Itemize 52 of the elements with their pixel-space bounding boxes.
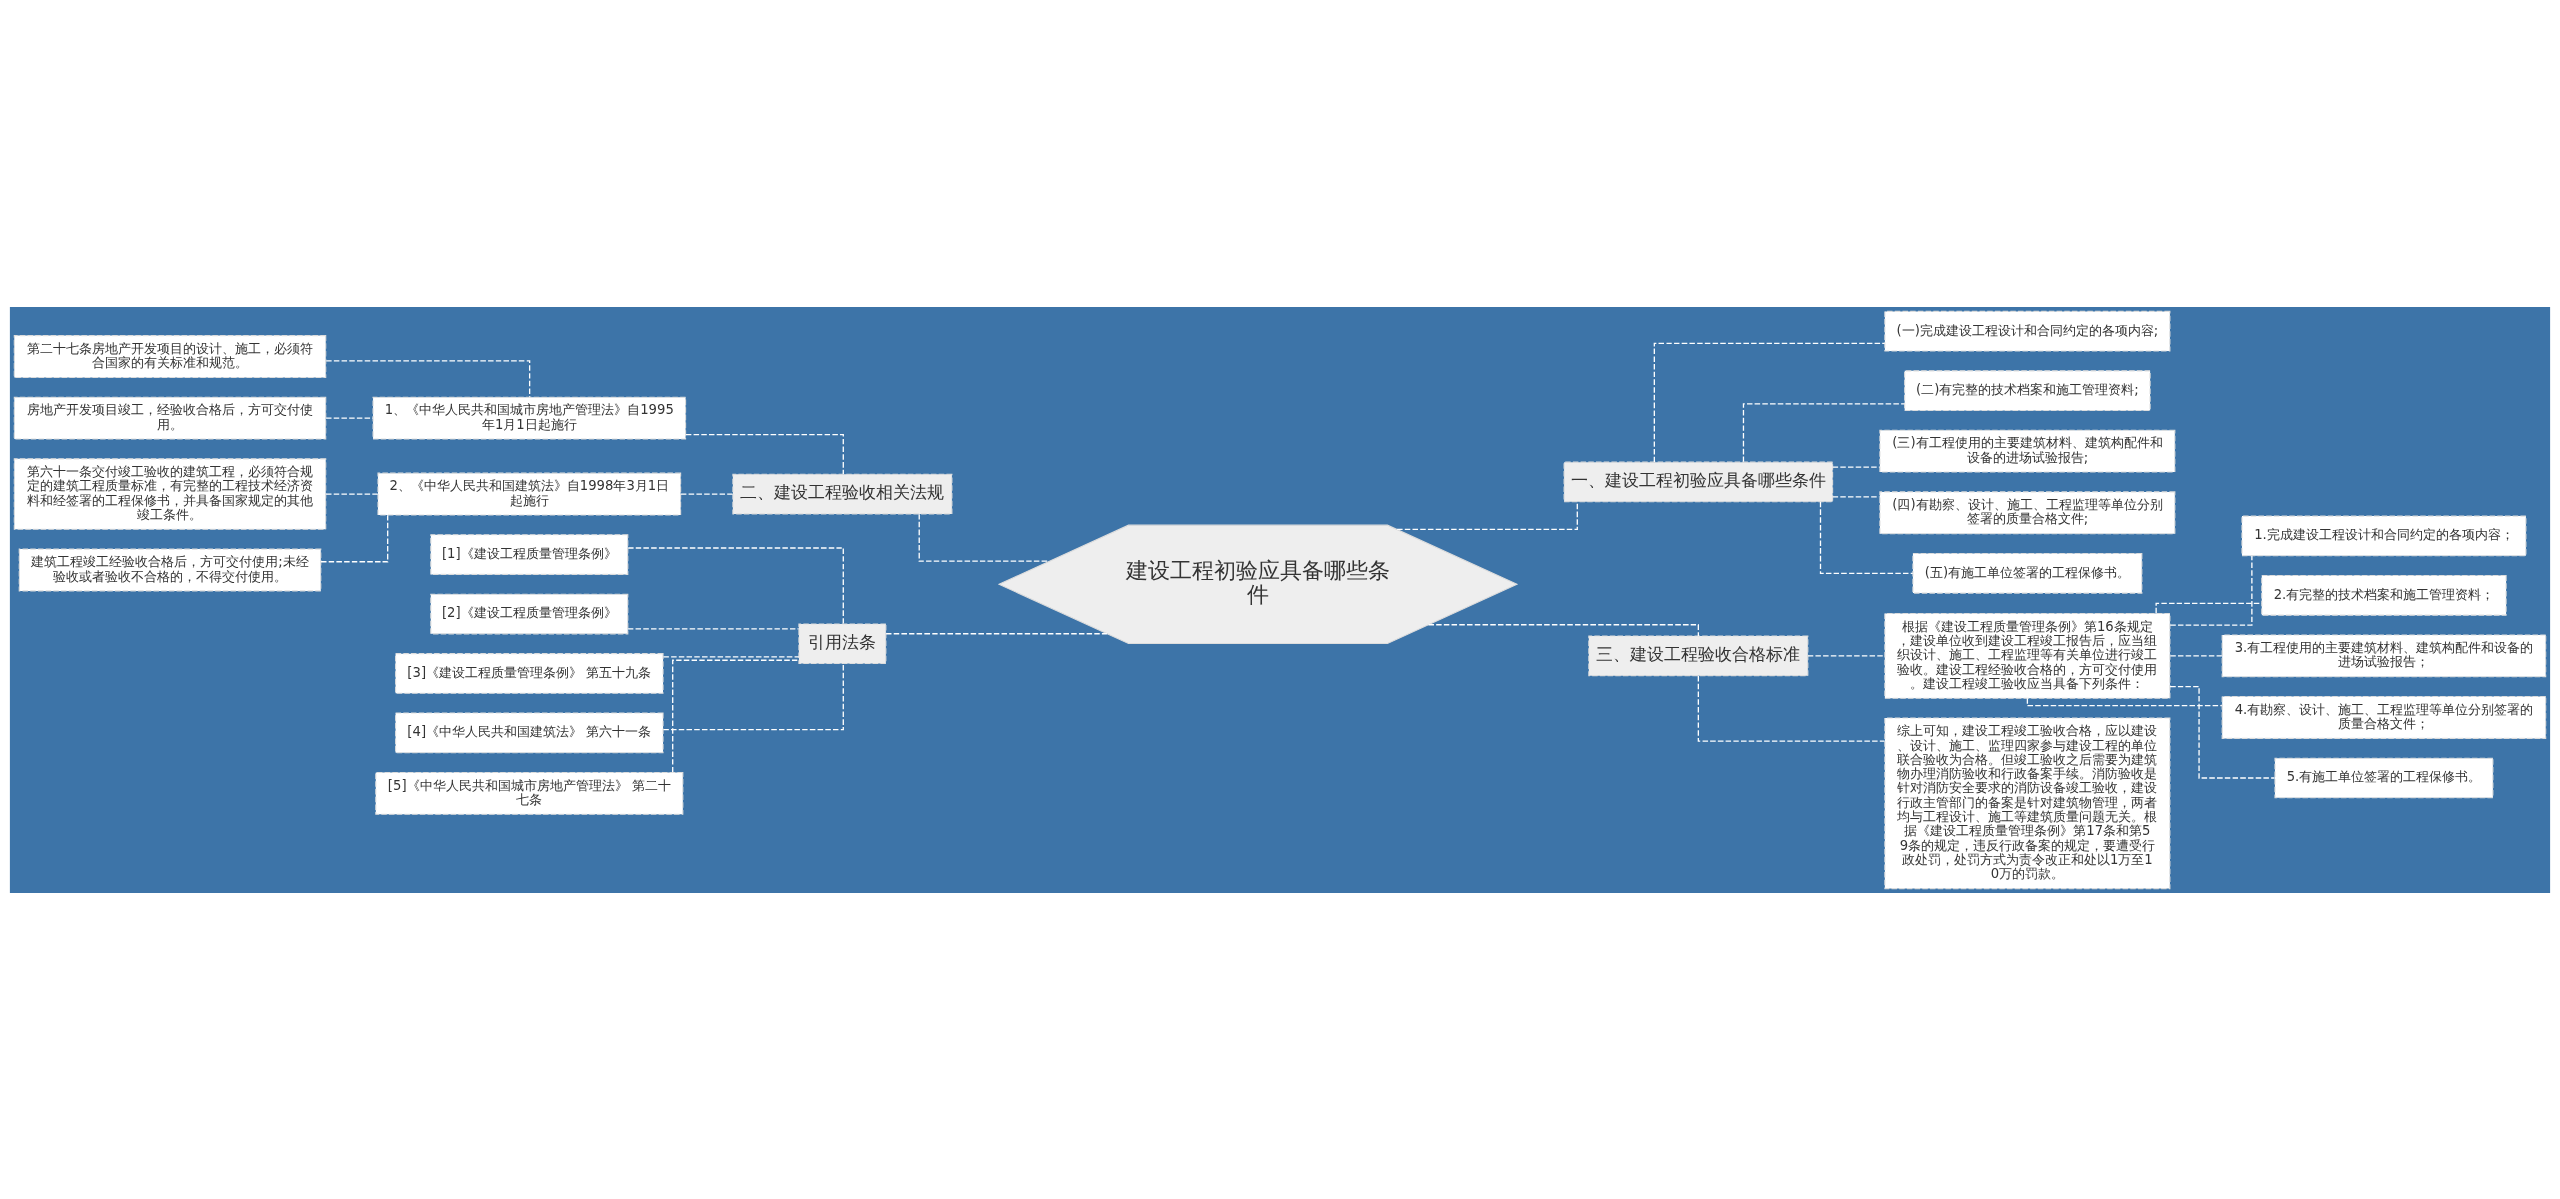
connector	[1819, 500, 1914, 574]
node-box: (三)有工程使用的主要建筑材料、建筑构配件和设备的进场试验报告;	[1879, 429, 2176, 473]
connector	[918, 513, 1050, 562]
node-box: [4]《中华人民共和国建筑法》 第六十一条	[395, 712, 664, 753]
node-box: [1]《建设工程质量管理条例》	[430, 533, 629, 575]
connector	[885, 632, 1108, 634]
node-box: 1、《中华人民共和国城市房地产管理法》自1995年1月1日起施行	[372, 396, 687, 440]
connector	[680, 492, 734, 495]
node-box: [2]《建设工程质量管理条例》	[430, 593, 629, 634]
connector	[1653, 342, 1886, 463]
connector	[1807, 654, 1886, 656]
node-box: 第二十七条房地产开发项目的设计、施工，必须符合国家的有关标准和规范。	[13, 334, 327, 378]
connector	[2169, 685, 2276, 779]
connector	[2169, 554, 2253, 626]
node-box: 建筑工程竣工经验收合格后，方可交付使用;未经验收或者验收不合格的，不得交付使用。	[18, 548, 322, 591]
node-box: [5]《中华人民共和国城市房地产管理法》 第二十七条	[375, 771, 684, 815]
node-box: 3.有工程使用的主要建筑材料、建筑构配件和设备的进场试验报告；	[2221, 633, 2547, 677]
connector	[1697, 674, 1886, 742]
node-box: (二)有完整的技术档案和施工管理资料;	[1904, 369, 2151, 411]
connector	[627, 627, 800, 630]
node-box: 房地产开发项目竣工，经验收合格后，方可交付使用。	[13, 396, 327, 440]
connector	[325, 359, 531, 398]
node-box: (四)有勘察、设计、施工、工程监理等单位分别签署的质量合格文件;	[1879, 490, 2176, 534]
node-box: 根据《建设工程质量管理条例》第16条规定，建设单位收到建设工程竣工报告后，应当组织设计、施工、工程监理等有关单位进行竣工验收。建设工程经验收合格的，方可交付使用。建设工程竣工验收应当具备下列条件：	[1884, 612, 2171, 699]
connector	[662, 655, 800, 658]
node-box: 引用法条	[798, 622, 887, 664]
node-box: 三、建设工程验收合格标准	[1588, 635, 1809, 676]
node-box: 5.有施工单位签署的工程保修书。	[2274, 757, 2494, 798]
connector	[662, 662, 844, 730]
connector	[1742, 402, 1906, 463]
node-box: 4.有勘察、设计、施工、工程监理等单位分别签署的质量合格文件；	[2221, 695, 2547, 739]
node-box: [3]《建设工程质量管理条例》 第五十九条	[395, 652, 664, 694]
connector	[627, 546, 844, 625]
connector	[2169, 654, 2223, 656]
connector	[1427, 623, 1699, 637]
connector	[685, 433, 844, 475]
node-box: 综上可知，建设工程竣工验收合格，应以建设、设计、施工、监理四家参与建设工程的单位联合验收为合格。但竣工验收之后需要为建筑物办理消防验收和行政备案手续。消防验收是针对消防安全要求的消防设备竣工验收，建设行政主管部门的备案是针对建筑物管理，两者均与工程设计、施工等建筑质量问题无关。根据《建设工程质量管理条例》第17条和第59条的规定，违反行政备案的规定，要遭受行政处罚，处罚方式为责令改正和处以1万至10万的罚款。	[1884, 717, 2171, 889]
node-box: 二、建设工程验收相关法规	[732, 473, 953, 514]
connector	[320, 513, 389, 562]
node-box: (一)完成建设工程设计和合同约定的各项内容;	[1884, 310, 2171, 352]
connector	[672, 659, 800, 773]
node-box: 第六十一条交付竣工验收的建筑工程，必须符合规定的建筑工程质量标准，有完整的工程技术经济资料和经签署的工程保修书，并具备国家规定的其他竣工条件。	[13, 457, 327, 530]
node-box: (五)有施工单位签署的工程保修书。	[1912, 552, 2143, 594]
node-box: 1.完成建设工程设计和合同约定的各项内容；	[2241, 515, 2527, 556]
connector	[325, 417, 374, 419]
node-box: 2.有完整的技术档案和施工管理资料；	[2261, 574, 2507, 616]
connector	[1832, 495, 1881, 497]
node-box: 2、《中华人民共和国建筑法》自1998年3月1日起施行	[377, 472, 682, 516]
connector	[1832, 465, 1881, 468]
node-box: 一、建设工程初验应具备哪些条件	[1563, 461, 1834, 502]
connector	[2026, 697, 2223, 706]
connector	[325, 492, 379, 495]
